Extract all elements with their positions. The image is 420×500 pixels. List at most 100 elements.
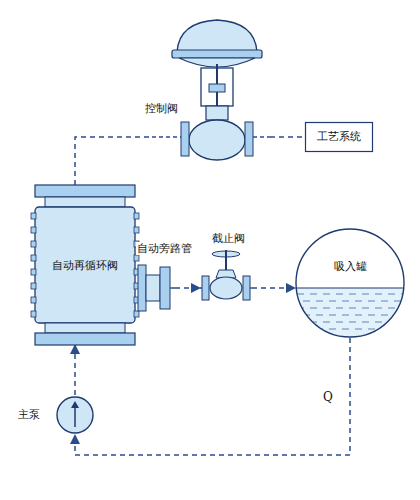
node-label: 主泵: [18, 408, 40, 421]
bolt-head: [31, 297, 36, 303]
liquid-dash: [381, 301, 388, 302]
stem-connector: [209, 84, 225, 92]
liquid-dash: [329, 301, 336, 302]
liquid-dash: [297, 322, 304, 323]
bolt-head: [31, 269, 36, 275]
bolt-head: [31, 283, 36, 289]
liquid-dash: [362, 308, 369, 309]
liquid-dash: [394, 329, 401, 330]
bolt-head: [31, 213, 36, 219]
liquid-dash: [316, 301, 323, 302]
bypass-flange: [160, 267, 170, 309]
liquid-dash: [336, 308, 343, 309]
liquid-dash: [310, 294, 317, 295]
top-flange: [35, 185, 135, 197]
liquid-dash: [323, 322, 330, 323]
liquid-dash: [368, 329, 375, 330]
node-label: 控制阀: [145, 102, 178, 115]
valve-body: [210, 277, 242, 299]
liquid: [295, 288, 405, 338]
liquid-dash: [368, 315, 375, 316]
process-system-box: 工艺系统: [305, 122, 373, 152]
liquid-dash: [349, 308, 356, 309]
liquid-dash: [336, 322, 343, 323]
flow-line: [175, 287, 200, 289]
actuator-rim: [172, 50, 262, 58]
pump-arrow: [74, 405, 76, 427]
liquid-dash: [388, 294, 395, 295]
liquid-dash: [303, 301, 310, 302]
bolt-head: [31, 255, 36, 261]
node-label: 截止阀: [212, 232, 245, 245]
liquid-dash: [349, 322, 356, 323]
liquid-level: [295, 287, 405, 288]
bolt-head: [134, 227, 139, 233]
suction-tank-shape: [295, 228, 405, 338]
bypass-nozzle: [146, 275, 160, 301]
pipe-stub: [253, 136, 270, 138]
liquid-dash: [303, 329, 310, 330]
bolt-head: [134, 255, 139, 261]
bolt-head: [31, 311, 36, 317]
pipe-stub: [145, 136, 181, 138]
liquid-dash: [362, 294, 369, 295]
pipe-stub: [250, 287, 252, 289]
recirculation-valve: 自动再循环阀: [30, 185, 175, 345]
liquid-dash: [362, 322, 369, 323]
top-neck: [45, 197, 125, 207]
box-outline: [306, 123, 373, 152]
liquid-dash: [407, 329, 414, 330]
bolt-head: [31, 241, 36, 247]
liquid-dash: [381, 329, 388, 330]
flow-line: [252, 287, 295, 289]
tank-ground: [296, 229, 404, 337]
pump-casing: [57, 397, 93, 433]
liquid-dash: [349, 294, 356, 295]
liquid-dash: [375, 322, 382, 323]
liquid-dash: [401, 308, 408, 309]
liquid-dash: [355, 301, 362, 302]
stem: [225, 250, 227, 272]
tank-outline: [296, 229, 404, 337]
liquid-dash: [407, 301, 414, 302]
actuator-dome: [177, 20, 257, 52]
liquid-dash: [342, 329, 349, 330]
valve-housing: [35, 207, 135, 323]
liquid-dash: [323, 308, 330, 309]
bypass-flange: [138, 265, 146, 311]
liquid-dash: [401, 294, 408, 295]
liquid-dash: [329, 329, 336, 330]
liquid-dash: [329, 315, 336, 316]
tank-liquid: [295, 288, 414, 338]
control-valve: 控制阀: [145, 12, 270, 167]
suction-tank: 吸入罐: [295, 228, 405, 338]
pipe-stub: [200, 287, 202, 289]
part-label: 自动旁路管: [136, 242, 193, 255]
liquid-dash: [375, 308, 382, 309]
liquid-dash: [375, 294, 382, 295]
liquid-dash: [316, 315, 323, 316]
liquid-dash: [401, 322, 408, 323]
liquid-dash: [381, 315, 388, 316]
pump-arrow-head: [71, 401, 79, 408]
liquid-dash: [310, 308, 317, 309]
bolt-head: [134, 311, 139, 317]
bolt-head: [134, 213, 139, 219]
liquid-dash: [368, 301, 375, 302]
node-label: 工艺系统: [317, 130, 361, 143]
flow-line: [270, 136, 305, 138]
liquid-dash: [394, 301, 401, 302]
flange: [243, 276, 250, 300]
liquid-dash: [388, 308, 395, 309]
liquid-dash: [336, 294, 343, 295]
flange: [245, 122, 253, 156]
node-label: 自动再循环阀: [35, 259, 135, 272]
bottom-flange: [35, 333, 135, 345]
liquid-dash: [342, 301, 349, 302]
liquid-dash: [394, 315, 401, 316]
liquid-dash: [407, 315, 414, 316]
bolt-head: [31, 227, 36, 233]
flange: [202, 276, 209, 300]
liquid-dash: [297, 294, 304, 295]
